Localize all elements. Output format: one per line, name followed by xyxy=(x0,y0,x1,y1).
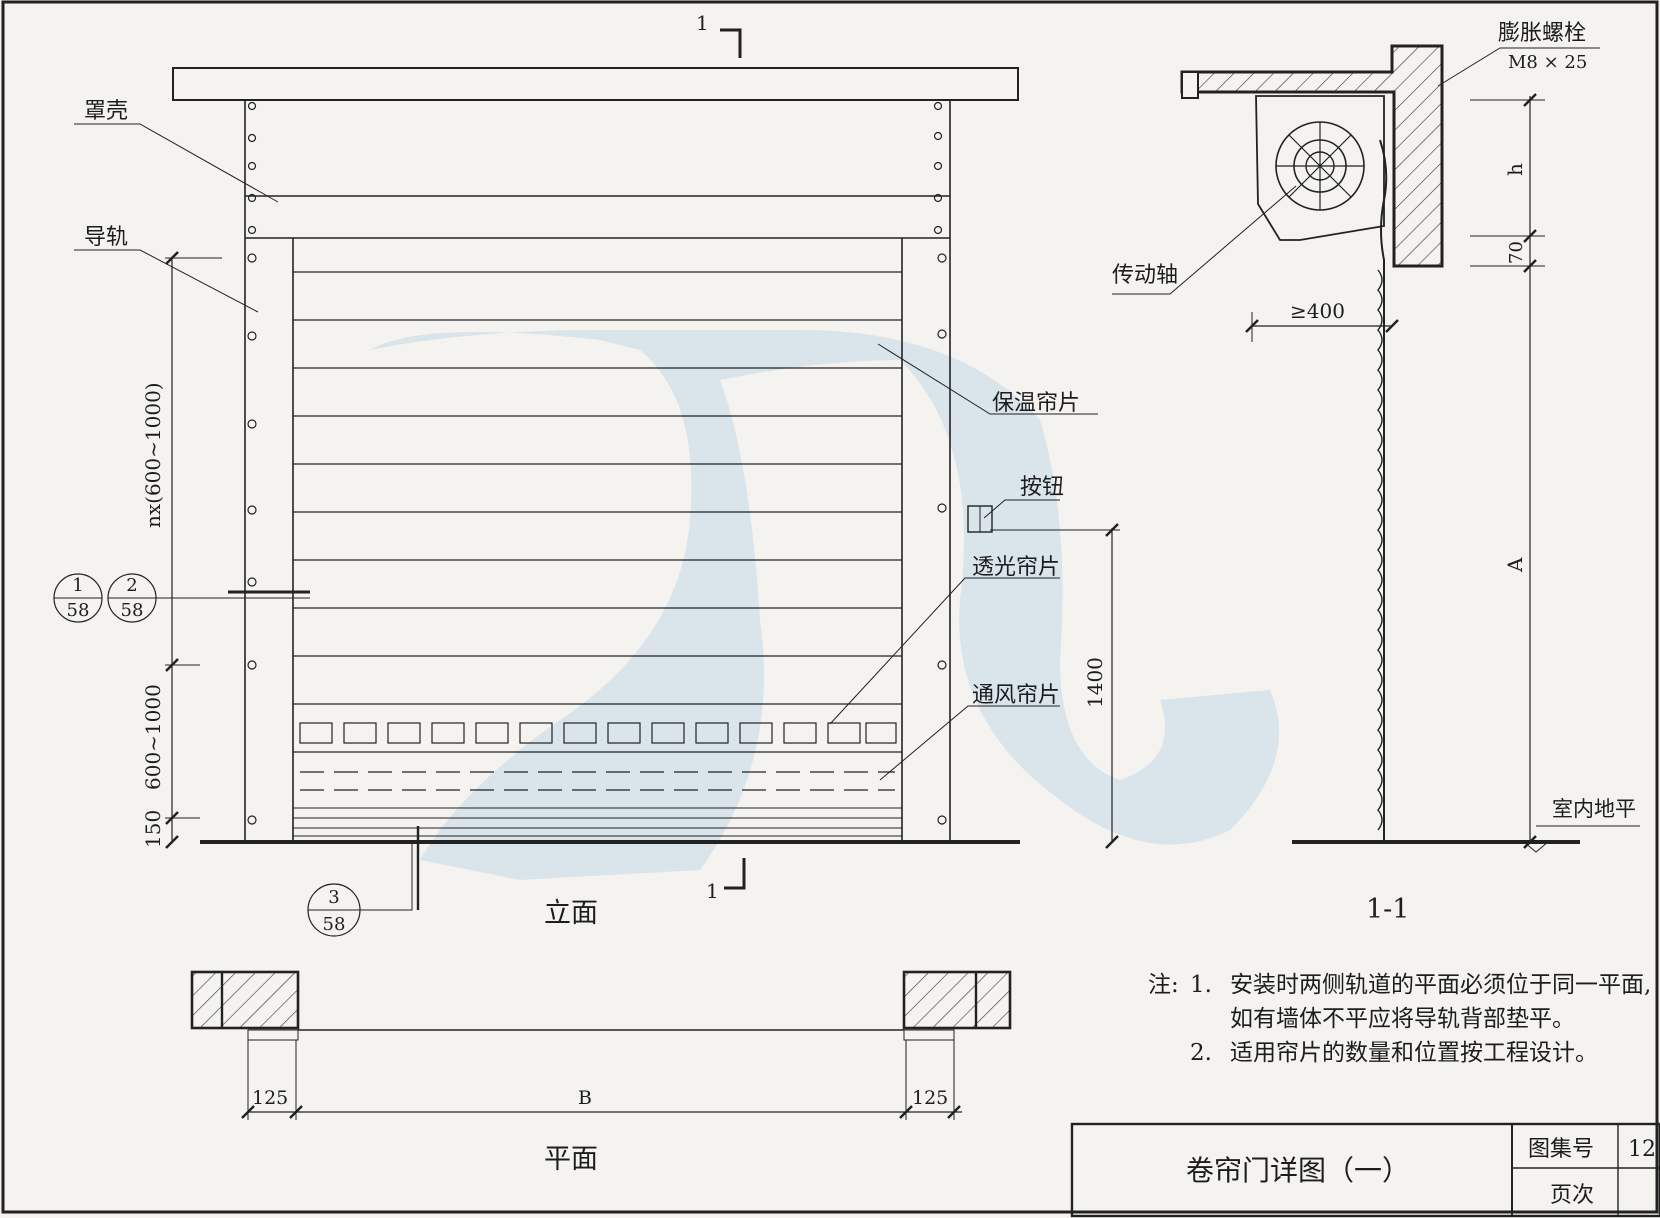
page-number-label: 页次 xyxy=(1550,1183,1594,1208)
upper-span-dim: nx(600~1000) xyxy=(141,382,165,528)
transparent-slat-label: 透光帘片 xyxy=(972,555,1060,580)
note-1-text-1: 安装时两侧轨道的平面必须位于同一平面, xyxy=(1230,972,1652,998)
elevation-view xyxy=(74,28,1120,911)
detail-ref-3-num: 3 xyxy=(328,887,339,908)
button-height-dim: 1400 xyxy=(1083,657,1107,708)
detail-ref-2-sheet: 58 xyxy=(121,600,144,621)
note-1-line-1: 注: 1. 安装时两侧轨道的平面必须位于同一平面, xyxy=(1148,968,1658,1002)
detail-ref-1-sheet: 58 xyxy=(67,600,90,621)
detail-ref-1-num: 1 xyxy=(72,575,83,596)
watermark xyxy=(370,330,1279,880)
insulated-slat-label: 保温帘片 xyxy=(992,391,1080,416)
note-2-text-1: 适用帘片的数量和位置按工程设计。 xyxy=(1230,1040,1598,1066)
plan-labels: 125 B 125 平面 xyxy=(252,1087,948,1175)
vent-slat-label: 通风帘片 xyxy=(972,683,1060,708)
roller-housing xyxy=(1255,95,1385,241)
section-mark-top-label: 1 xyxy=(696,11,709,35)
title-block-labels: 卷帘门详图（一） 图集号 12 页次 xyxy=(1186,1137,1656,1208)
anchor-bolt-spec: M8 × 25 xyxy=(1508,52,1587,73)
drive-shaft-label: 传动轴 xyxy=(1112,263,1178,288)
detail-ref-2: 2 58 xyxy=(107,573,157,623)
atlas-number-label: 图集号 xyxy=(1528,1137,1594,1162)
hood-cover-beam xyxy=(172,67,1019,101)
elevation-view-label: 立面 xyxy=(544,898,598,929)
title-block xyxy=(1070,1122,1660,1218)
vent-slats xyxy=(300,771,895,791)
detail-ref-2-num: 2 xyxy=(126,575,137,596)
general-notes: 注:1.安装时两侧轨道的平面必须位于同一平面, 如有墙体不平应将导轨背部垫平。 … xyxy=(1148,968,1658,1070)
detail-ref-3-sheet: 58 xyxy=(323,914,346,935)
indoor-floor-label: 室内地平 xyxy=(1552,797,1636,821)
curtain-slat-chain xyxy=(1379,139,1388,842)
section-labels: 膨胀螺栓 M8 × 25 传动轴 室内地平 h 70 ≥400 A 1-1 xyxy=(1112,21,1636,925)
section-view xyxy=(1112,44,1640,853)
note-1-number: 1. xyxy=(1190,972,1212,998)
note-1-text-2: 如有墙体不平应将导轨背部垫平。 xyxy=(1230,1006,1575,1032)
plan-dim-right: 125 xyxy=(912,1087,948,1109)
drawing-title: 卷帘门详图（一） xyxy=(1186,1154,1410,1187)
elevation-labels: 罩壳 导轨 保温帘片 按钮 透光帘片 通风帘片 nx(600~1000) 600… xyxy=(84,11,1107,929)
note-2-line-1: 2. 适用帘片的数量和位置按工程设计。 xyxy=(1148,1036,1658,1070)
note-2-number: 2. xyxy=(1190,1040,1212,1066)
guide-rail-label: 导轨 xyxy=(84,225,128,250)
dim-h: h xyxy=(1503,163,1527,176)
plan-wall-left xyxy=(190,970,300,1030)
plan-dim-left: 125 xyxy=(252,1087,288,1109)
plan-view xyxy=(190,970,1012,1120)
section-view-label: 1-1 xyxy=(1366,894,1409,925)
bottom-gap-dim: 150 xyxy=(141,810,165,848)
plan-wall-right xyxy=(902,970,1012,1030)
detail-ref-1: 1 58 xyxy=(53,573,103,623)
lower-span-dim: 600~1000 xyxy=(141,684,165,790)
dim-clearance: ≥400 xyxy=(1290,299,1345,323)
button-label: 按钮 xyxy=(1020,475,1064,500)
hood-label: 罩壳 xyxy=(84,99,128,124)
atlas-number-value: 12 xyxy=(1628,1137,1656,1162)
section-mark-bottom-label: 1 xyxy=(706,879,719,903)
insulated-slats xyxy=(293,271,902,753)
plan-view-label: 平面 xyxy=(544,1144,598,1175)
anchor-bolt-label: 膨胀螺栓 xyxy=(1498,21,1586,46)
plan-dim-B: B xyxy=(578,1087,592,1109)
concrete-lintel xyxy=(1180,44,1444,268)
detail-ref-3: 3 58 xyxy=(307,883,361,937)
dim-A: A xyxy=(1503,557,1527,573)
rail-bolt-holes xyxy=(247,101,947,825)
section-mark-bottom xyxy=(724,858,746,890)
transparent-slat-windows xyxy=(299,722,897,744)
note-1-line-2: 如有墙体不平应将导轨背部垫平。 xyxy=(1148,1002,1658,1036)
section-mark-top xyxy=(720,28,742,58)
notes-prefix: 注: xyxy=(1148,972,1179,998)
dim-70: 70 xyxy=(1506,241,1527,264)
